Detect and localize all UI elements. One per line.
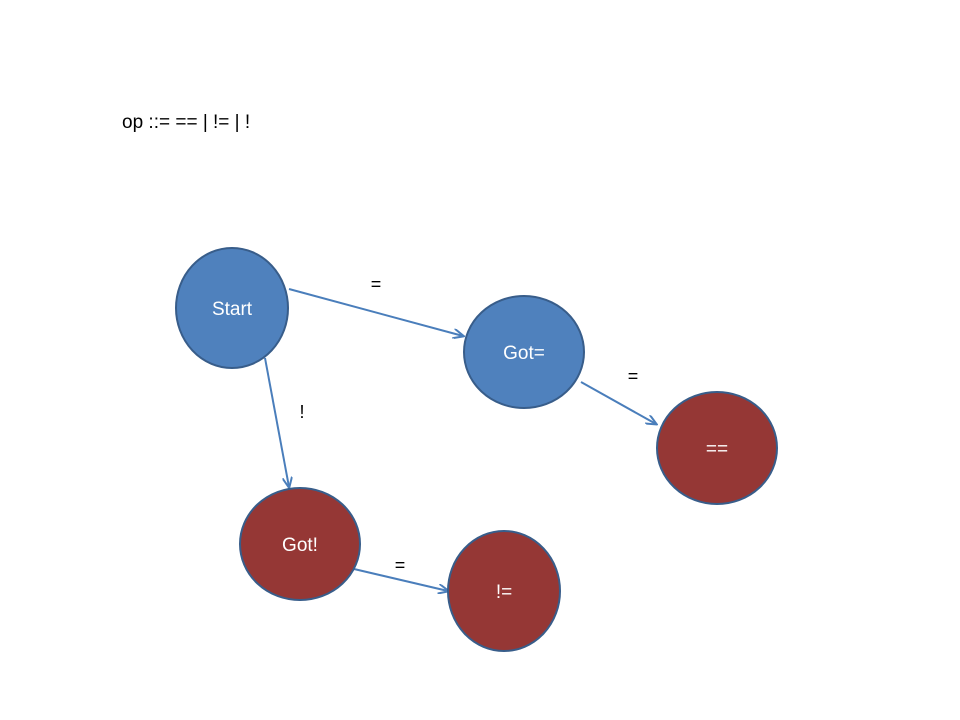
edge-start-to-got-eq <box>288 288 463 336</box>
state-got-eq-circle <box>463 295 585 409</box>
edge-label-start-got-eq: = <box>371 274 382 294</box>
edge-label-start-got-bang: ! <box>299 402 304 422</box>
edge-label-got-bang-neq: = <box>395 555 406 575</box>
state-got-eq-label: Got= <box>503 343 545 364</box>
state-start-label: Start <box>212 299 253 320</box>
edge-label-got-eq-eqeq: = <box>628 366 639 386</box>
edge-got-eq-to-eqeq <box>580 381 656 424</box>
edge-got-bang-to-neq <box>353 568 448 591</box>
state-eqeq-circle <box>656 391 778 505</box>
grammar-rule: op ::= == | != | ! <box>122 112 251 133</box>
state-neq-circle <box>447 530 561 652</box>
edge-start-to-got-bang <box>264 357 289 487</box>
state-eqeq-label: == <box>706 439 728 460</box>
state-got-bang-circle <box>239 487 361 601</box>
state-got-bang-label: Got! <box>282 535 318 556</box>
state-neq-label: != <box>496 582 512 603</box>
state-start-circle <box>175 247 289 369</box>
